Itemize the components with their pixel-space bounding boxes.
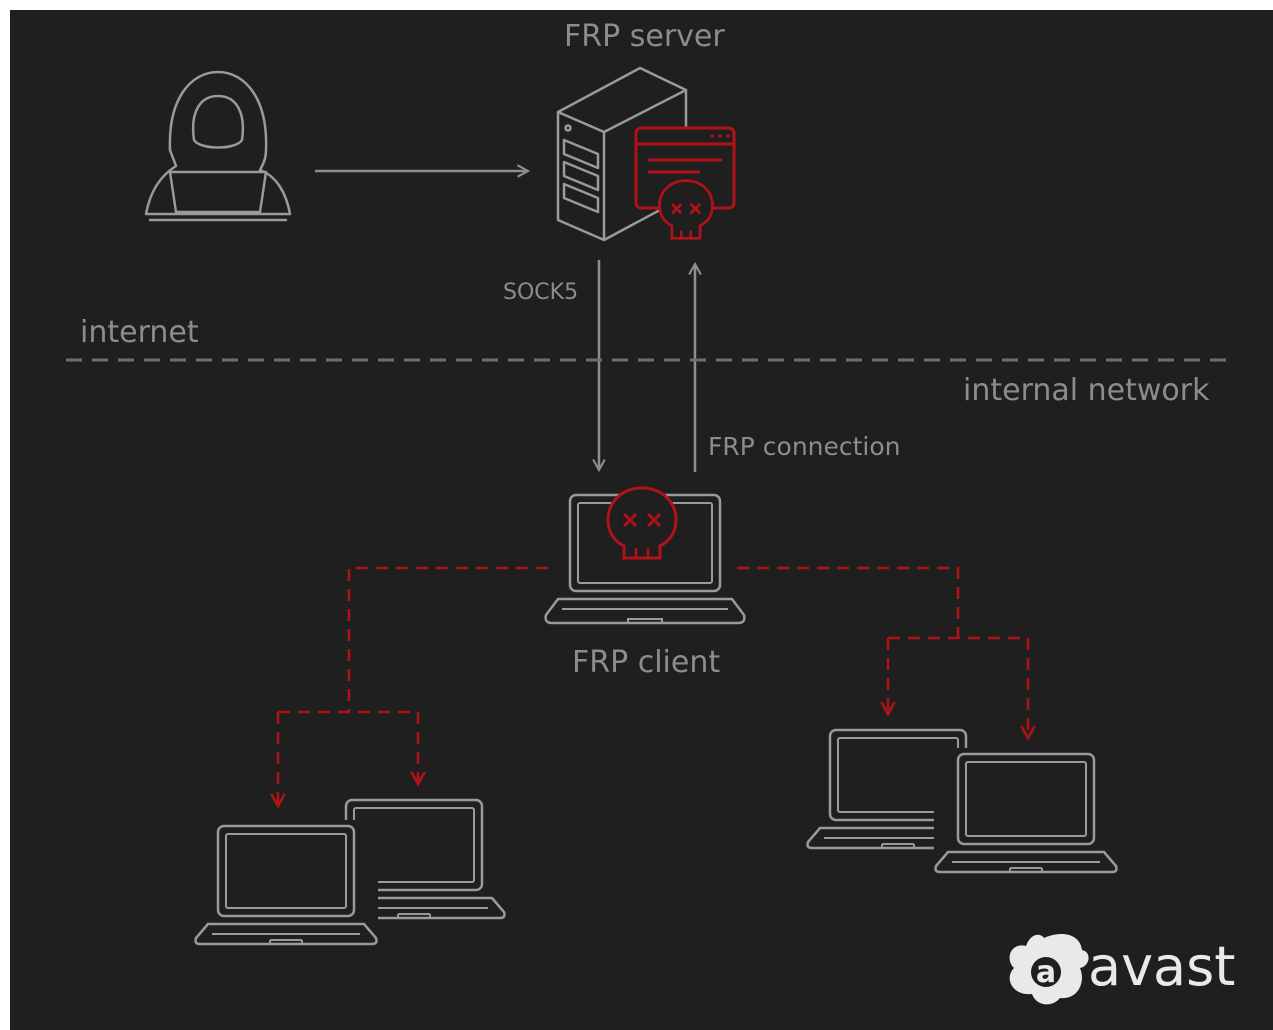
avast-logo-text: avast — [1088, 935, 1236, 998]
internet-label: internet — [80, 315, 199, 350]
skull-icon — [658, 179, 714, 240]
laptop-icon — [934, 748, 1118, 878]
hooded-hacker-laptop-icon — [144, 70, 292, 222]
lateral-movement-paths — [278, 566, 1028, 806]
frp-client-label: FRP client — [572, 645, 721, 680]
logo-mark-letter: a — [1036, 955, 1056, 990]
frp-connection-label: FRP connection — [708, 432, 901, 461]
internal-network-label: internal network — [963, 373, 1210, 408]
avast-logo-icon: a — [1009, 934, 1089, 1005]
laptop-icon — [194, 820, 378, 950]
skull-icon — [606, 486, 678, 560]
frp-server-label: FRP server — [564, 19, 725, 54]
socks5-label: SOCK5 — [503, 280, 579, 305]
